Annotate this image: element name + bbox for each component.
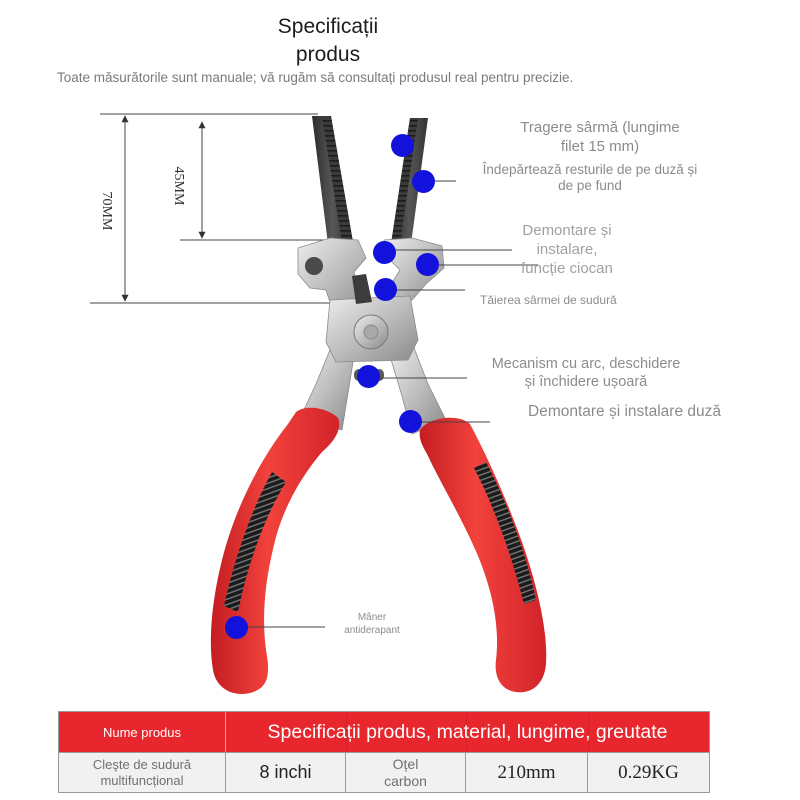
dimension-lines <box>90 113 330 304</box>
left-jaw-serration <box>322 116 353 243</box>
header-divider <box>466 712 467 752</box>
table-row: Cleşte de sudură multifuncțional 8 inchi… <box>59 752 709 792</box>
cell-material: Oțel carbon <box>346 753 466 792</box>
header-divider <box>588 712 589 752</box>
header-specifications-label: Specificații produs, material, lungime, … <box>267 720 668 743</box>
pliers <box>210 116 547 694</box>
spec-table: Nume produs Specificații produs, materia… <box>58 711 710 793</box>
left-grip <box>210 407 340 694</box>
callout-non-slip-grip: Mâner antiderapant <box>344 612 400 636</box>
cell-weight: 0.29KG <box>618 761 679 783</box>
dim-label-overall: 70MM <box>99 191 114 231</box>
cell-length: 210mm <box>466 753 588 792</box>
pivot-bolt-center <box>363 324 379 340</box>
callout-dot-icon <box>391 134 414 157</box>
callout-dot-icon <box>374 278 397 301</box>
spec-table-header: Nume produs Specificații produs, materia… <box>59 712 709 752</box>
callout-dot-icon <box>225 616 248 639</box>
callout-dot-icon <box>399 410 422 433</box>
callout-nozzle-removal: Demontare și instalare duză <box>528 403 721 420</box>
header-divider <box>346 712 347 752</box>
callout-wire-cutting: Tăierea sârmei de sudură <box>480 293 617 307</box>
callout-hammer-function: Demontare și instalare, funcție ciocan <box>521 222 613 277</box>
dim-label-jaw: 45MM <box>171 166 186 206</box>
crimp-notch-left <box>305 257 323 275</box>
callout-dot-icon <box>373 241 396 264</box>
left-grip-ridges <box>224 472 286 612</box>
header-specifications: Specificații produs, material, lungime, … <box>226 712 709 752</box>
callout-dot-icon <box>416 253 439 276</box>
page-title-line: Specificații <box>277 15 379 38</box>
page-title-line: produs <box>295 43 361 66</box>
cell-product-name: Cleşte de sudură multifuncțional <box>59 753 226 792</box>
right-grip <box>419 417 547 693</box>
callout-wire-pulling: Tragere sârmă (lungime filet 15 mm) <box>520 119 680 155</box>
callout-spring-mechanism: Mecanism cu arc, deschidere și închidere… <box>491 356 681 390</box>
measurement-note: Toate măsurătorile sunt manuale; vă rugă… <box>57 70 574 85</box>
header-product-name: Nume produs <box>59 712 226 752</box>
cell-size: 8 inchi <box>226 753 346 792</box>
callout-dot-icon <box>412 170 435 193</box>
wire-cutter <box>352 274 372 304</box>
callout-dot-icon <box>357 365 380 388</box>
callout-nozzle-cleaning: Îndepărtează resturile de pe duză și de … <box>482 162 698 193</box>
page-title: Specificații produs <box>228 13 428 69</box>
right-grip-ridges <box>474 462 536 604</box>
